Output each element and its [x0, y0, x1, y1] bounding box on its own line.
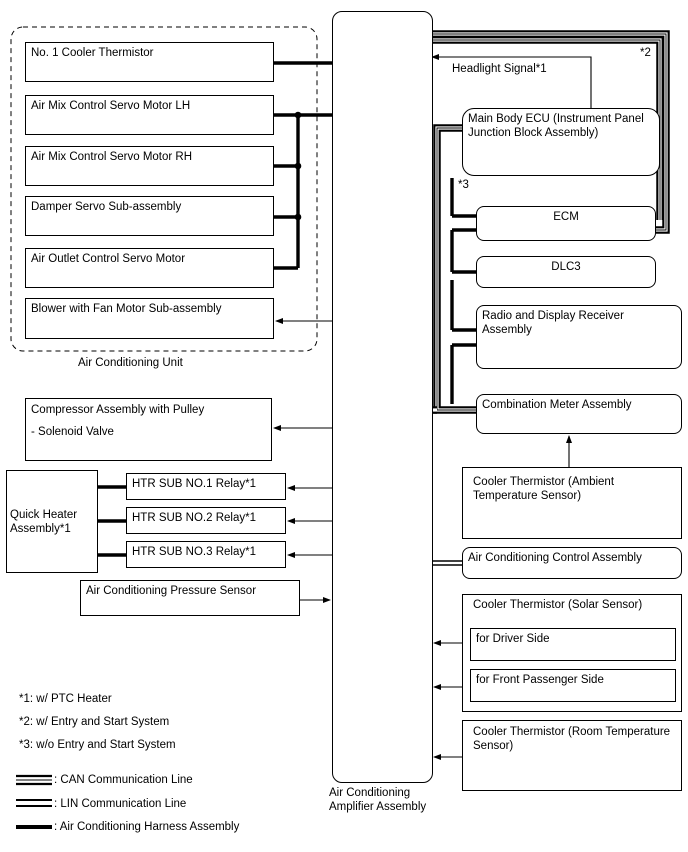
htr-relay-2: HTR SUB NO.2 Relay*1 — [126, 507, 286, 534]
htr-relay-1-label: HTR SUB NO.1 Relay*1 — [132, 478, 256, 490]
quick-heater-label: Quick Heater Assembly*1 — [10, 508, 78, 535]
headlight-signal-line — [431, 54, 592, 108]
note-3: *3: w/o Entry and Start System — [19, 739, 176, 751]
no1-cooler-thermistor-label: No. 1 Cooler Thermistor — [31, 47, 154, 59]
legend-can-label: : CAN Communication Line — [54, 774, 193, 786]
legend-harness-label: : Air Conditioning Harness Assembly — [54, 821, 240, 833]
htr-relay-2-label: HTR SUB NO.2 Relay*1 — [132, 512, 256, 524]
solar-sensor-passenger-label: for Front Passenger Side — [476, 674, 604, 686]
ac-control-assembly-label: Air Conditioning Control Assembly — [468, 552, 642, 564]
htr-relay-3-label: HTR SUB NO.3 Relay*1 — [132, 546, 256, 558]
air-mix-servo-rh-label: Air Mix Control Servo Motor RH — [31, 151, 193, 163]
ecm-label: ECM — [553, 211, 579, 223]
junction-dot — [294, 162, 302, 170]
quick-heater-assembly: Quick Heater Assembly*1 — [6, 470, 98, 573]
junction-dot — [294, 111, 302, 119]
htr-relay-3: HTR SUB NO.3 Relay*1 — [126, 541, 286, 568]
room-temp-sensor-label: Cooler Thermistor (Room Temperature Sens… — [473, 726, 671, 752]
can-line-ecu — [432, 36, 664, 220]
htr-relay-1: HTR SUB NO.1 Relay*1 — [126, 473, 286, 500]
junction-dot — [294, 213, 302, 221]
combination-meter-label: Combination Meter Assembly — [482, 399, 632, 411]
ac-amplifier-box — [332, 11, 433, 783]
legend-lin-label: : LIN Communication Line — [54, 798, 187, 810]
ambient-temp-sensor-label: Cooler Thermistor (Ambient Temperature S… — [473, 476, 615, 502]
radio-display-receiver: Radio and Display Receiver Assembly — [476, 305, 682, 369]
ambient-temp-sensor: Cooler Thermistor (Ambient Temperature S… — [462, 467, 682, 539]
dlc3-label: DLC3 — [551, 261, 581, 273]
ac-unit-label: Air Conditioning Unit — [78, 357, 183, 369]
solar-sensor-driver: for Driver Side — [470, 628, 676, 661]
blower-fan-motor-label: Blower with Fan Motor Sub-assembly — [31, 303, 222, 315]
dlc3-box: DLC3 — [476, 256, 656, 288]
ac-amplifier-label: Air Conditioning Amplifier Assembly — [329, 787, 427, 813]
note-3-marker: *3 — [458, 179, 469, 191]
air-outlet-servo-label: Air Outlet Control Servo Motor — [31, 253, 186, 265]
ac-control-assembly: Air Conditioning Control Assembly — [462, 547, 682, 579]
legend-lin-symbol — [16, 799, 52, 807]
can-line-ecm-outer — [432, 30, 670, 234]
blower-fan-motor: Blower with Fan Motor Sub-assembly — [25, 298, 274, 339]
can-bus-right — [433, 124, 476, 414]
damper-servo-label: Damper Servo Sub-assembly — [31, 201, 182, 213]
note-2-marker: *2 — [640, 47, 651, 59]
note-1: *1: w/ PTC Heater — [19, 693, 112, 705]
air-mix-servo-lh: Air Mix Control Servo Motor LH — [25, 95, 274, 135]
solar-sensor-label: Cooler Thermistor (Solar Sensor) — [473, 599, 643, 611]
compressor-title: Compressor Assembly with Pulley — [31, 404, 205, 416]
air-outlet-servo: Air Outlet Control Servo Motor — [25, 248, 274, 288]
compressor-sub: - Solenoid Valve — [31, 426, 114, 438]
note-2: *2: w/ Entry and Start System — [19, 716, 170, 728]
compressor-assembly: Compressor Assembly with Pulley - Soleno… — [25, 398, 272, 461]
main-body-ecu: Main Body ECU (Instrument Panel Junction… — [462, 108, 660, 176]
room-temp-sensor: Cooler Thermistor (Room Temperature Sens… — [462, 720, 682, 791]
air-mix-servo-rh: Air Mix Control Servo Motor RH — [25, 146, 274, 186]
legend-can-symbol — [16, 774, 52, 786]
ac-pressure-sensor-label: Air Conditioning Pressure Sensor — [86, 585, 257, 597]
solar-sensor-driver-label: for Driver Side — [476, 633, 550, 645]
ac-pressure-sensor: Air Conditioning Pressure Sensor — [80, 580, 300, 616]
no1-cooler-thermistor: No. 1 Cooler Thermistor — [25, 42, 274, 82]
ecm-box: ECM — [476, 206, 656, 241]
radio-display-receiver-label: Radio and Display Receiver Assembly — [482, 310, 624, 336]
main-body-ecu-label: Main Body ECU (Instrument Panel Junction… — [468, 113, 644, 139]
solar-sensor-passenger: for Front Passenger Side — [470, 669, 676, 702]
combination-meter: Combination Meter Assembly — [476, 394, 682, 434]
damper-servo: Damper Servo Sub-assembly — [25, 196, 274, 236]
air-mix-servo-lh-label: Air Mix Control Servo Motor LH — [31, 100, 191, 112]
headlight-signal-label: Headlight Signal*1 — [452, 63, 547, 75]
ac-unit-outline — [10, 26, 318, 352]
